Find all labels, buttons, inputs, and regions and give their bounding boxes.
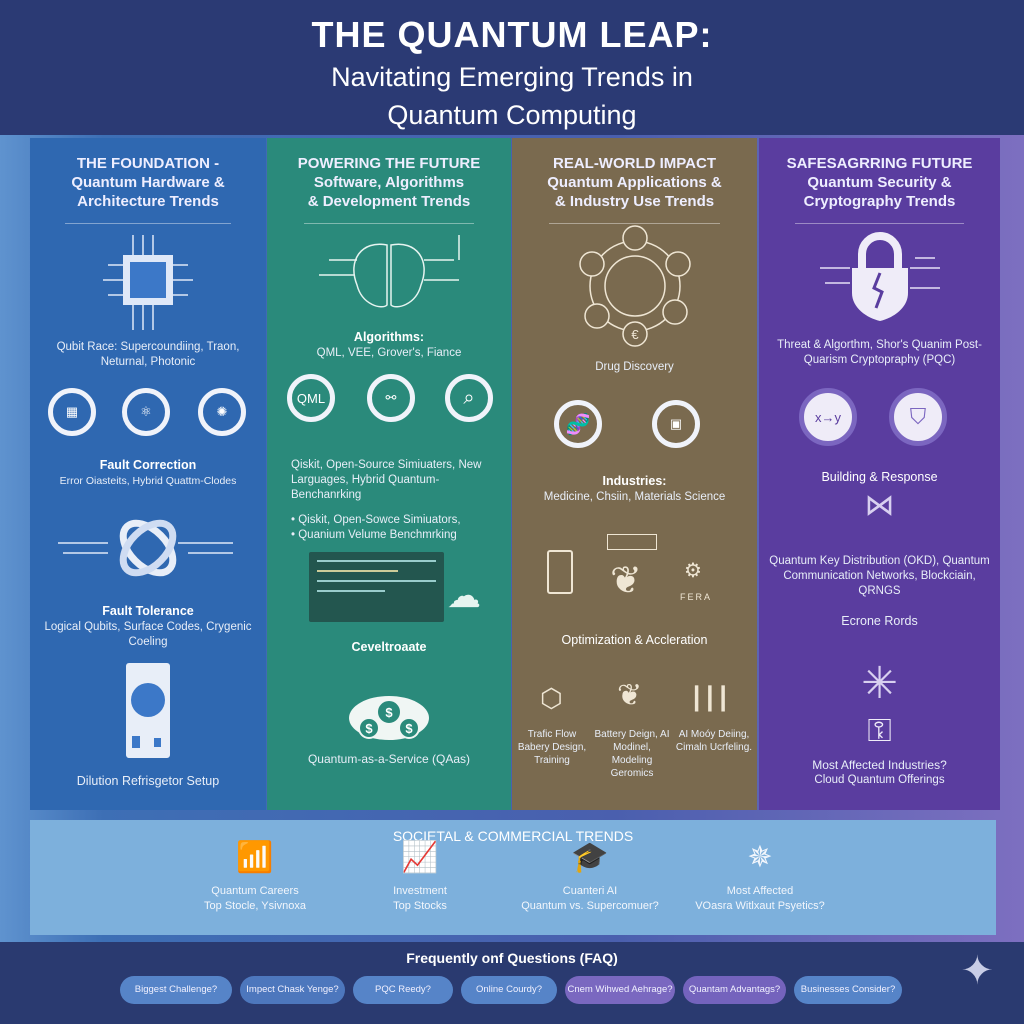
faq-bubble[interactable]: Quantam Advantags? bbox=[683, 976, 786, 1004]
qubit-race-text: Qubit Race: Supercoundiing, Traon, Netur… bbox=[56, 341, 240, 368]
use-case-3: AI Moóy Deiing, Cimaln Ucrfeling. bbox=[675, 729, 753, 753]
key-circuit-icon bbox=[607, 534, 657, 550]
gear-cloud-icon: ⚙ bbox=[684, 560, 702, 582]
drug-discovery-label: Drug Discovery bbox=[595, 361, 674, 373]
qkd-text: Quantum Key Distribution (OKD), Quantum … bbox=[769, 555, 990, 597]
qubit-icon: ⚛ bbox=[122, 388, 170, 436]
algorithms-text: QML, VEE, Grover's, Fiance bbox=[316, 347, 462, 359]
hardware-column: THE FOUNDATION -Quantum Hardware &Archit… bbox=[30, 138, 266, 810]
svg-text:$: $ bbox=[385, 705, 393, 720]
cubes-icon: ⬡ bbox=[540, 683, 563, 713]
industries-text: Medicine, Chsiin, Materials Science bbox=[543, 491, 726, 503]
optimization-label: Optimization & Accleration bbox=[561, 633, 708, 647]
refrigerator-label: Dilution Refrisgetor Setup bbox=[76, 774, 220, 788]
shield-icon: ⛉ bbox=[889, 388, 947, 446]
ecrone-label: Ecrone Rords bbox=[841, 614, 918, 628]
career-ladder-icon: 📶 bbox=[236, 841, 274, 874]
sparkle-icon: ✦ bbox=[960, 949, 994, 993]
cubes-icon: ▣ bbox=[652, 400, 700, 448]
dna-icon: 🧬 bbox=[554, 400, 602, 448]
cloud-icon: ☁ bbox=[447, 577, 481, 615]
subtitle-line-1: Navitating Emerging Trends in bbox=[331, 62, 693, 92]
tools-bullets: • Qiskit, Open-Sowce Simiuators,• Quaniu… bbox=[291, 514, 461, 541]
subtitle-line-2: Quantum Computing bbox=[387, 100, 637, 130]
column-heading: THE FOUNDATION -Quantum Hardware &Archit… bbox=[30, 154, 266, 224]
societal-panel: SOCIETAL & COMMERCIAL TRENDS 📶Quantum Ca… bbox=[30, 820, 996, 935]
algorithms-title: Algorithms: bbox=[353, 330, 425, 344]
growth-chart-icon: 📈 bbox=[401, 841, 439, 874]
fault-correction-title: Fault Correction bbox=[99, 458, 197, 472]
societal-title: SOCIETAL & COMMERCIAL TRENDS bbox=[392, 828, 634, 844]
battery-icon bbox=[547, 550, 573, 594]
network-mesh-icon: ⋈ bbox=[864, 489, 895, 522]
faq-section: Frequently onf Questions (FAQ) Biggest C… bbox=[0, 942, 1024, 1024]
faq-bubble[interactable]: Businesses Consider? bbox=[794, 976, 902, 1004]
building-response-label: Building & Response bbox=[821, 470, 938, 484]
entanglement-icon bbox=[58, 519, 233, 577]
faq-title: Frequently onf Questions (FAQ) bbox=[406, 950, 618, 966]
svg-text:$: $ bbox=[365, 721, 373, 736]
tools-text: Qiskit, Open-Source Simiuaters, New Larg… bbox=[291, 459, 482, 501]
faq-bubble[interactable]: Impect Chask Yenge? bbox=[240, 976, 345, 1004]
qml-badge: QML bbox=[287, 374, 335, 422]
network-node-icon: ✳ bbox=[861, 659, 898, 708]
fault-tolerance-text: Logical Qubits, Surface Codes, Crygenic … bbox=[44, 621, 252, 648]
fault-tolerance-title: Fault Tolerance bbox=[102, 604, 194, 618]
brain-icon: ❦ bbox=[617, 679, 643, 712]
faq-bubble[interactable]: Cnem Wihwed Aehrage? bbox=[565, 976, 675, 1004]
chip-icon bbox=[103, 235, 193, 330]
svg-text:$: $ bbox=[405, 721, 413, 736]
use-case-1: Trafic Flow Babery Design, Training bbox=[517, 729, 587, 766]
faq-bubble[interactable]: PQC Reedy? bbox=[353, 976, 453, 1004]
faq-bubble[interactable]: Online Courdy? bbox=[461, 976, 557, 1004]
fault-correction-text: Error Oiasteits, Hybrid Quattm-Clodes bbox=[59, 475, 237, 487]
brain-icon: ❦ bbox=[610, 560, 642, 602]
cloud-offerings-label: Cloud Quantum Offerings bbox=[814, 774, 945, 786]
fera-label: FERA bbox=[680, 592, 713, 602]
broken-lock-icon bbox=[819, 232, 940, 321]
code-editor-icon bbox=[309, 552, 444, 622]
globe-industries-icon: € bbox=[578, 225, 691, 347]
most-affected-label: Most Affected Industries? bbox=[812, 758, 947, 772]
molecule-icon: ⚯ bbox=[367, 374, 415, 422]
industries-title: Industries: bbox=[602, 474, 667, 488]
formula-icon: x→y bbox=[799, 388, 857, 446]
header: THE QUANTUM LEAP: Navitating Emerging Tr… bbox=[0, 0, 1024, 135]
network-hub-icon: ✵ bbox=[747, 841, 773, 874]
search-icon: ⌕ bbox=[445, 374, 493, 422]
brain-icon bbox=[319, 235, 460, 308]
circuit-icon: ▦ bbox=[48, 388, 96, 436]
faq-bubble[interactable]: Biggest Challenge? bbox=[120, 976, 232, 1004]
qaas-label: Quantum-as-a-Service (QAas) bbox=[307, 752, 471, 766]
threat-text: Threat & Algorthm, Shor's Quanim Post-Qu… bbox=[777, 339, 982, 366]
page-title: THE QUANTUM LEAP: bbox=[311, 14, 713, 55]
cloud-dollar-icon: $ $ $ bbox=[349, 696, 429, 740]
refrigerator-icon bbox=[126, 663, 170, 758]
candlestick-chart-icon: ┃┃┃ bbox=[690, 686, 730, 711]
network-icon: ✺ bbox=[198, 388, 246, 436]
develop-label: Ceveltroaate bbox=[351, 640, 427, 654]
use-case-2: Battery Deign, AI Modinel, Modeling Gero… bbox=[594, 729, 670, 779]
graduation-cap-icon: 🎓 bbox=[571, 841, 609, 874]
svg-text:€: € bbox=[631, 327, 639, 342]
key-icon: ⚿ bbox=[867, 712, 892, 748]
